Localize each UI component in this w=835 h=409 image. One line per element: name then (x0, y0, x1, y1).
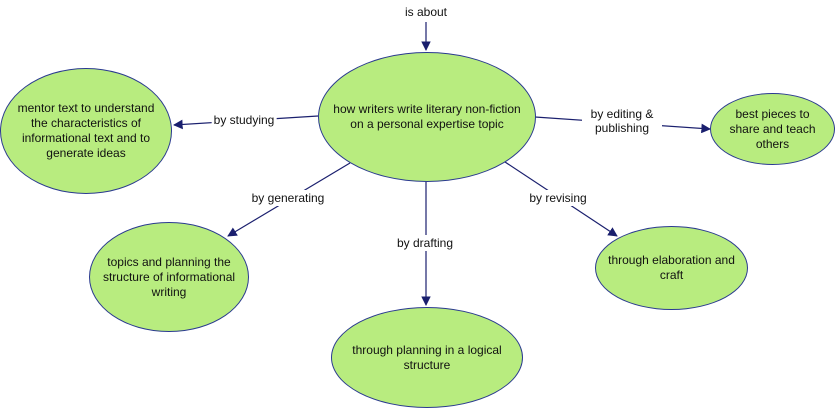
planning-node-text: through planning in a logical structure (352, 342, 502, 372)
planning-node[interactable]: through planning in a logical structure (331, 307, 523, 408)
best-pieces-node[interactable]: best pieces to share and teach others (710, 93, 835, 165)
link-label-revising: by revising (527, 190, 589, 206)
mentor-text-node-text: mentor text to understand the characteri… (17, 101, 155, 160)
mentor-text-node[interactable]: mentor text to understand the characteri… (0, 68, 172, 194)
best-pieces-node-text: best pieces to share and teach others (729, 106, 816, 151)
link-label-editing: by editing & publishing (582, 106, 662, 136)
center-node[interactable]: how writers write literary non-fiction o… (318, 52, 536, 182)
is-about-label: is about (404, 5, 448, 19)
topics-node-text: topics and planning the structure of inf… (102, 254, 236, 299)
center-node-text: how writers write literary non-fiction o… (333, 102, 521, 131)
link-label-studying: by studying (211, 112, 277, 128)
link-label-generating: by generating (249, 190, 327, 206)
elaboration-node-text: through elaboration and craft (608, 253, 735, 282)
link-label-drafting: by drafting (394, 235, 456, 251)
elaboration-node[interactable]: through elaboration and craft (595, 226, 748, 310)
topics-node[interactable]: topics and planning the structure of inf… (89, 222, 249, 332)
